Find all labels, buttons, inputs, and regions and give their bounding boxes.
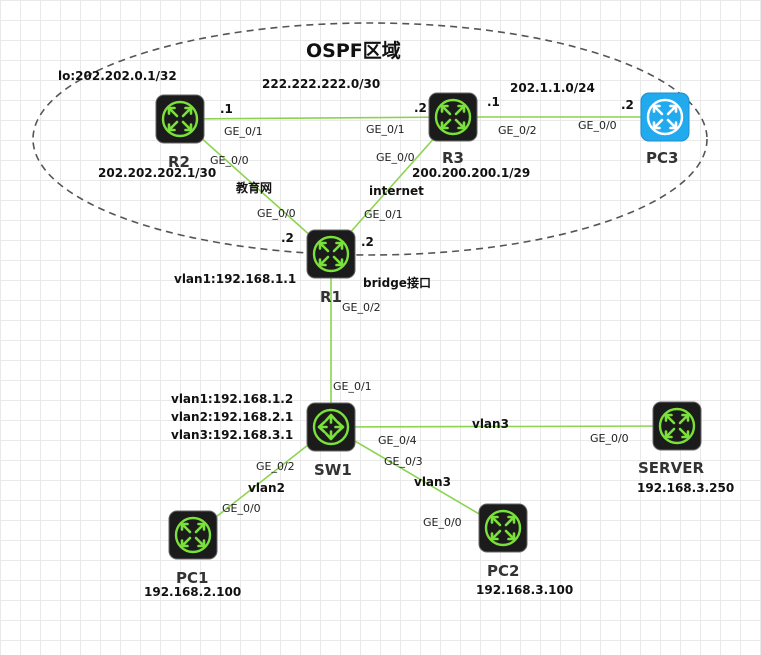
device-name-r1: R1 [320, 288, 342, 306]
router-ring [646, 98, 684, 136]
device-sw1[interactable] [306, 402, 356, 452]
sw1-port-ge01-label: GE_0/1 [333, 380, 372, 393]
device-name-r2: R2 [168, 153, 190, 171]
sw1-port-ge02-label: GE_0/2 [256, 460, 295, 473]
link-sw1-server[interactable] [330, 425, 678, 428]
r3-port-ge01-label: GE_0/1 [366, 123, 405, 136]
device-name-server: SERVER [638, 459, 704, 477]
pc2-vlan-label: vlan3 [414, 475, 451, 489]
network-r2-r3-label: 222.222.222.0/30 [262, 77, 380, 91]
router-ring [658, 407, 696, 445]
r2-network-label: 202.202.202.1/30 [98, 166, 216, 180]
device-pc3[interactable] [640, 92, 690, 142]
router-ring [161, 100, 199, 138]
r2-port-ge01-label: GE_0/1 [224, 125, 263, 138]
link-sw1-pc2[interactable] [330, 426, 504, 529]
r2-port-ge00-label: GE_0/0 [210, 154, 249, 167]
device-name-sw1: SW1 [314, 461, 352, 479]
device-server[interactable] [652, 401, 702, 451]
switch-ring [312, 408, 350, 446]
device-name-pc2: PC2 [487, 562, 519, 580]
r1-right-octet-label: .2 [361, 235, 374, 249]
router-ring [434, 98, 472, 136]
ospf-area-boundary [32, 22, 708, 256]
r2-octet-label: .1 [220, 102, 233, 116]
education-network-label: 教育网 [235, 180, 272, 195]
device-name-pc1: PC1 [176, 569, 208, 587]
r3-port-ge02-label: GE_0/2 [498, 124, 537, 137]
pc3-port-ge00-label: GE_0/0 [578, 119, 617, 132]
sw1-vlan1-label: vlan1:192.168.1.2 [171, 392, 293, 406]
r3-port-ge00-label: GE_0/0 [376, 151, 415, 164]
ospf-area-title: OSPF区域 [306, 39, 401, 62]
r1-port-ge02-label: GE_0/2 [342, 301, 381, 314]
r2-loopback-label: lo:202.202.0.1/32 [58, 69, 177, 83]
device-pc1[interactable] [168, 510, 218, 560]
server-ip-label: 192.168.3.250 [637, 481, 734, 495]
router-ring [174, 516, 212, 554]
r1-vlan1-label: vlan1:192.168.1.1 [174, 272, 296, 286]
device-pc2[interactable] [478, 503, 528, 553]
link-r2-r1[interactable] [179, 118, 332, 255]
device-name-r3: R3 [442, 149, 464, 167]
bridge-interface-label: bridge接口 [363, 275, 431, 290]
pc1-vlan-label: vlan2 [248, 481, 285, 495]
sw1-vlan2-label: vlan2:192.168.2.1 [171, 410, 293, 424]
pc2-port-ge00-label: GE_0/0 [423, 516, 462, 529]
pc1-port-ge00-label: GE_0/0 [222, 502, 261, 515]
device-r3[interactable] [428, 92, 478, 142]
r3-network-label: 200.200.200.1/29 [412, 166, 530, 180]
sw1-port-ge03-label: GE_0/3 [384, 455, 423, 468]
pc1-ip-label: 192.168.2.100 [144, 585, 241, 599]
pc3-octet-label: .2 [621, 98, 634, 112]
r1-port-ge00-label: GE_0/0 [257, 207, 296, 220]
server-port-ge00-label: GE_0/0 [590, 432, 629, 445]
router-ring [484, 509, 522, 547]
r3-right-octet-label: .1 [487, 95, 500, 109]
server-vlan-label: vlan3 [472, 417, 509, 431]
device-r2[interactable] [155, 94, 205, 144]
internet-label: internet [369, 184, 424, 198]
r3-left-octet-label: .2 [414, 101, 427, 115]
network-r3-pc3-label: 202.1.1.0/24 [510, 81, 595, 95]
r1-left-octet-label: .2 [281, 231, 294, 245]
device-name-pc3: PC3 [646, 149, 678, 167]
pc2-ip-label: 192.168.3.100 [476, 583, 573, 597]
r1-port-ge01-label: GE_0/1 [364, 208, 403, 221]
router-ring [312, 235, 350, 273]
sw1-vlan3-label: vlan3:192.168.3.1 [171, 428, 293, 442]
sw1-port-ge04-label: GE_0/4 [378, 434, 417, 447]
link-r2-r3[interactable] [179, 116, 454, 120]
device-r1[interactable] [306, 229, 356, 279]
